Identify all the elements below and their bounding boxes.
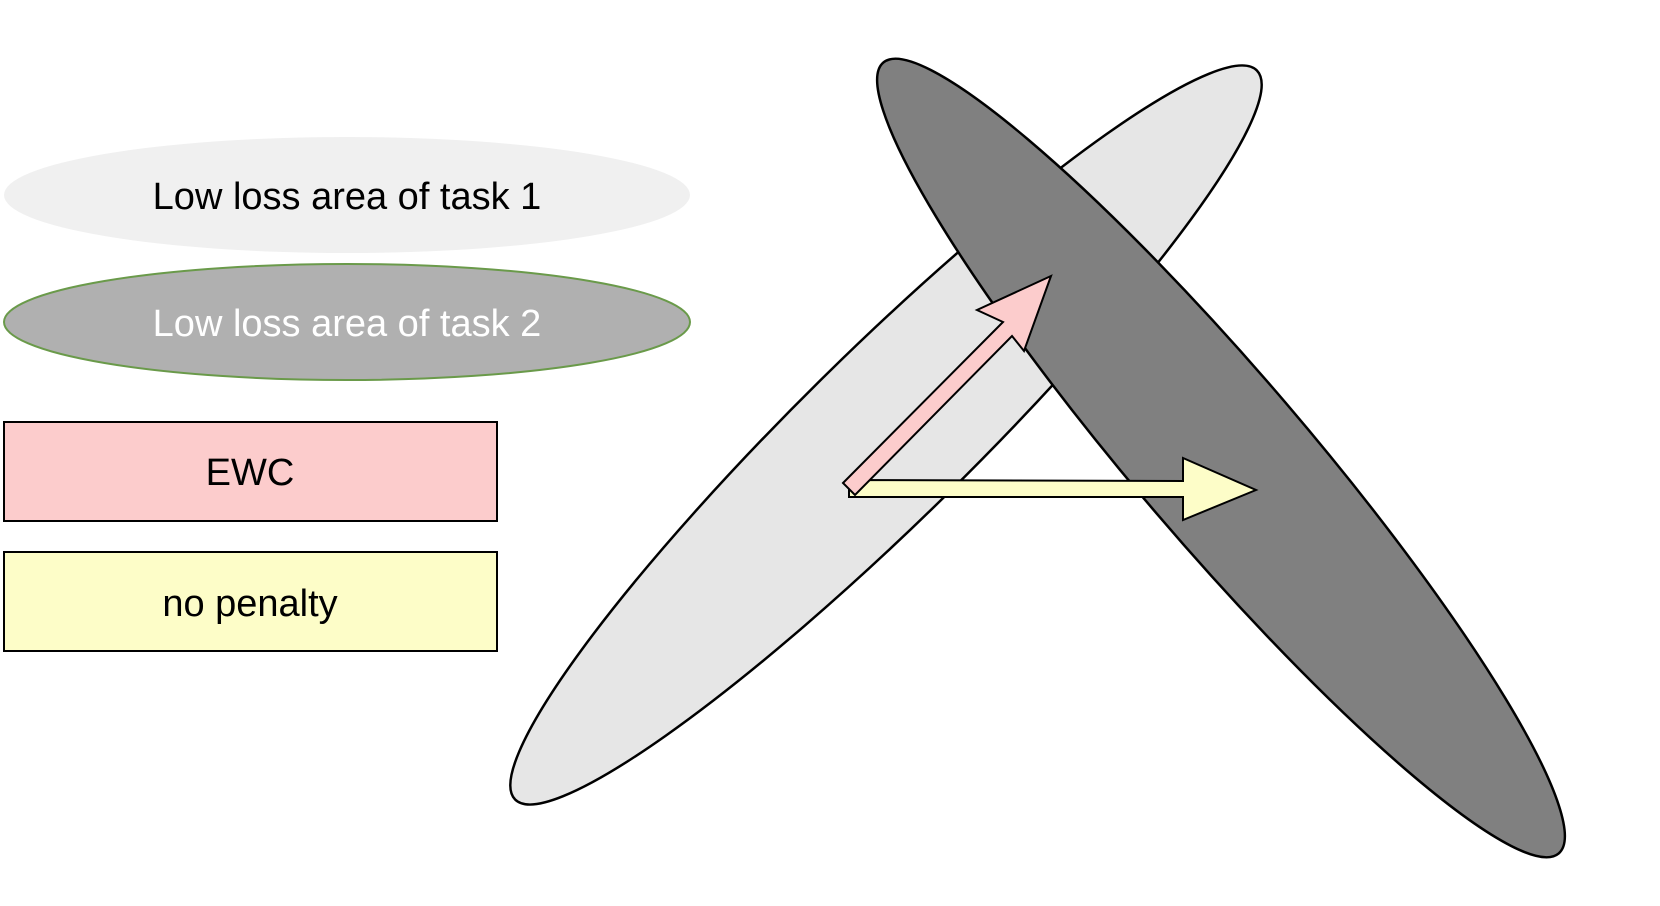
legend-no-penalty: no penalty	[3, 551, 498, 652]
legend-no-penalty-box	[3, 551, 498, 652]
ewc-arrow	[841, 274, 1053, 497]
legend-task2-label: Low loss area of task 2	[153, 303, 542, 345]
legend-task2-ellipse	[3, 263, 691, 381]
legend-task1-ellipse	[4, 137, 690, 253]
legend: Low loss area of task 1 Low loss area of…	[3, 137, 691, 652]
no-penalty-arrow	[848, 456, 1259, 522]
legend-task1: Low loss area of task 1	[4, 137, 690, 253]
legend-task2: Low loss area of task 2	[3, 263, 691, 381]
legend-ewc: EWC	[3, 421, 498, 522]
legend-ewc-label: EWC	[206, 452, 295, 494]
legend-ewc-box	[3, 421, 498, 522]
loss-landscape	[509, 57, 1567, 859]
legend-no-penalty-label: no penalty	[162, 583, 337, 625]
legend-task1-label: Low loss area of task 1	[153, 176, 542, 218]
task2-low-loss-area	[875, 57, 1567, 859]
